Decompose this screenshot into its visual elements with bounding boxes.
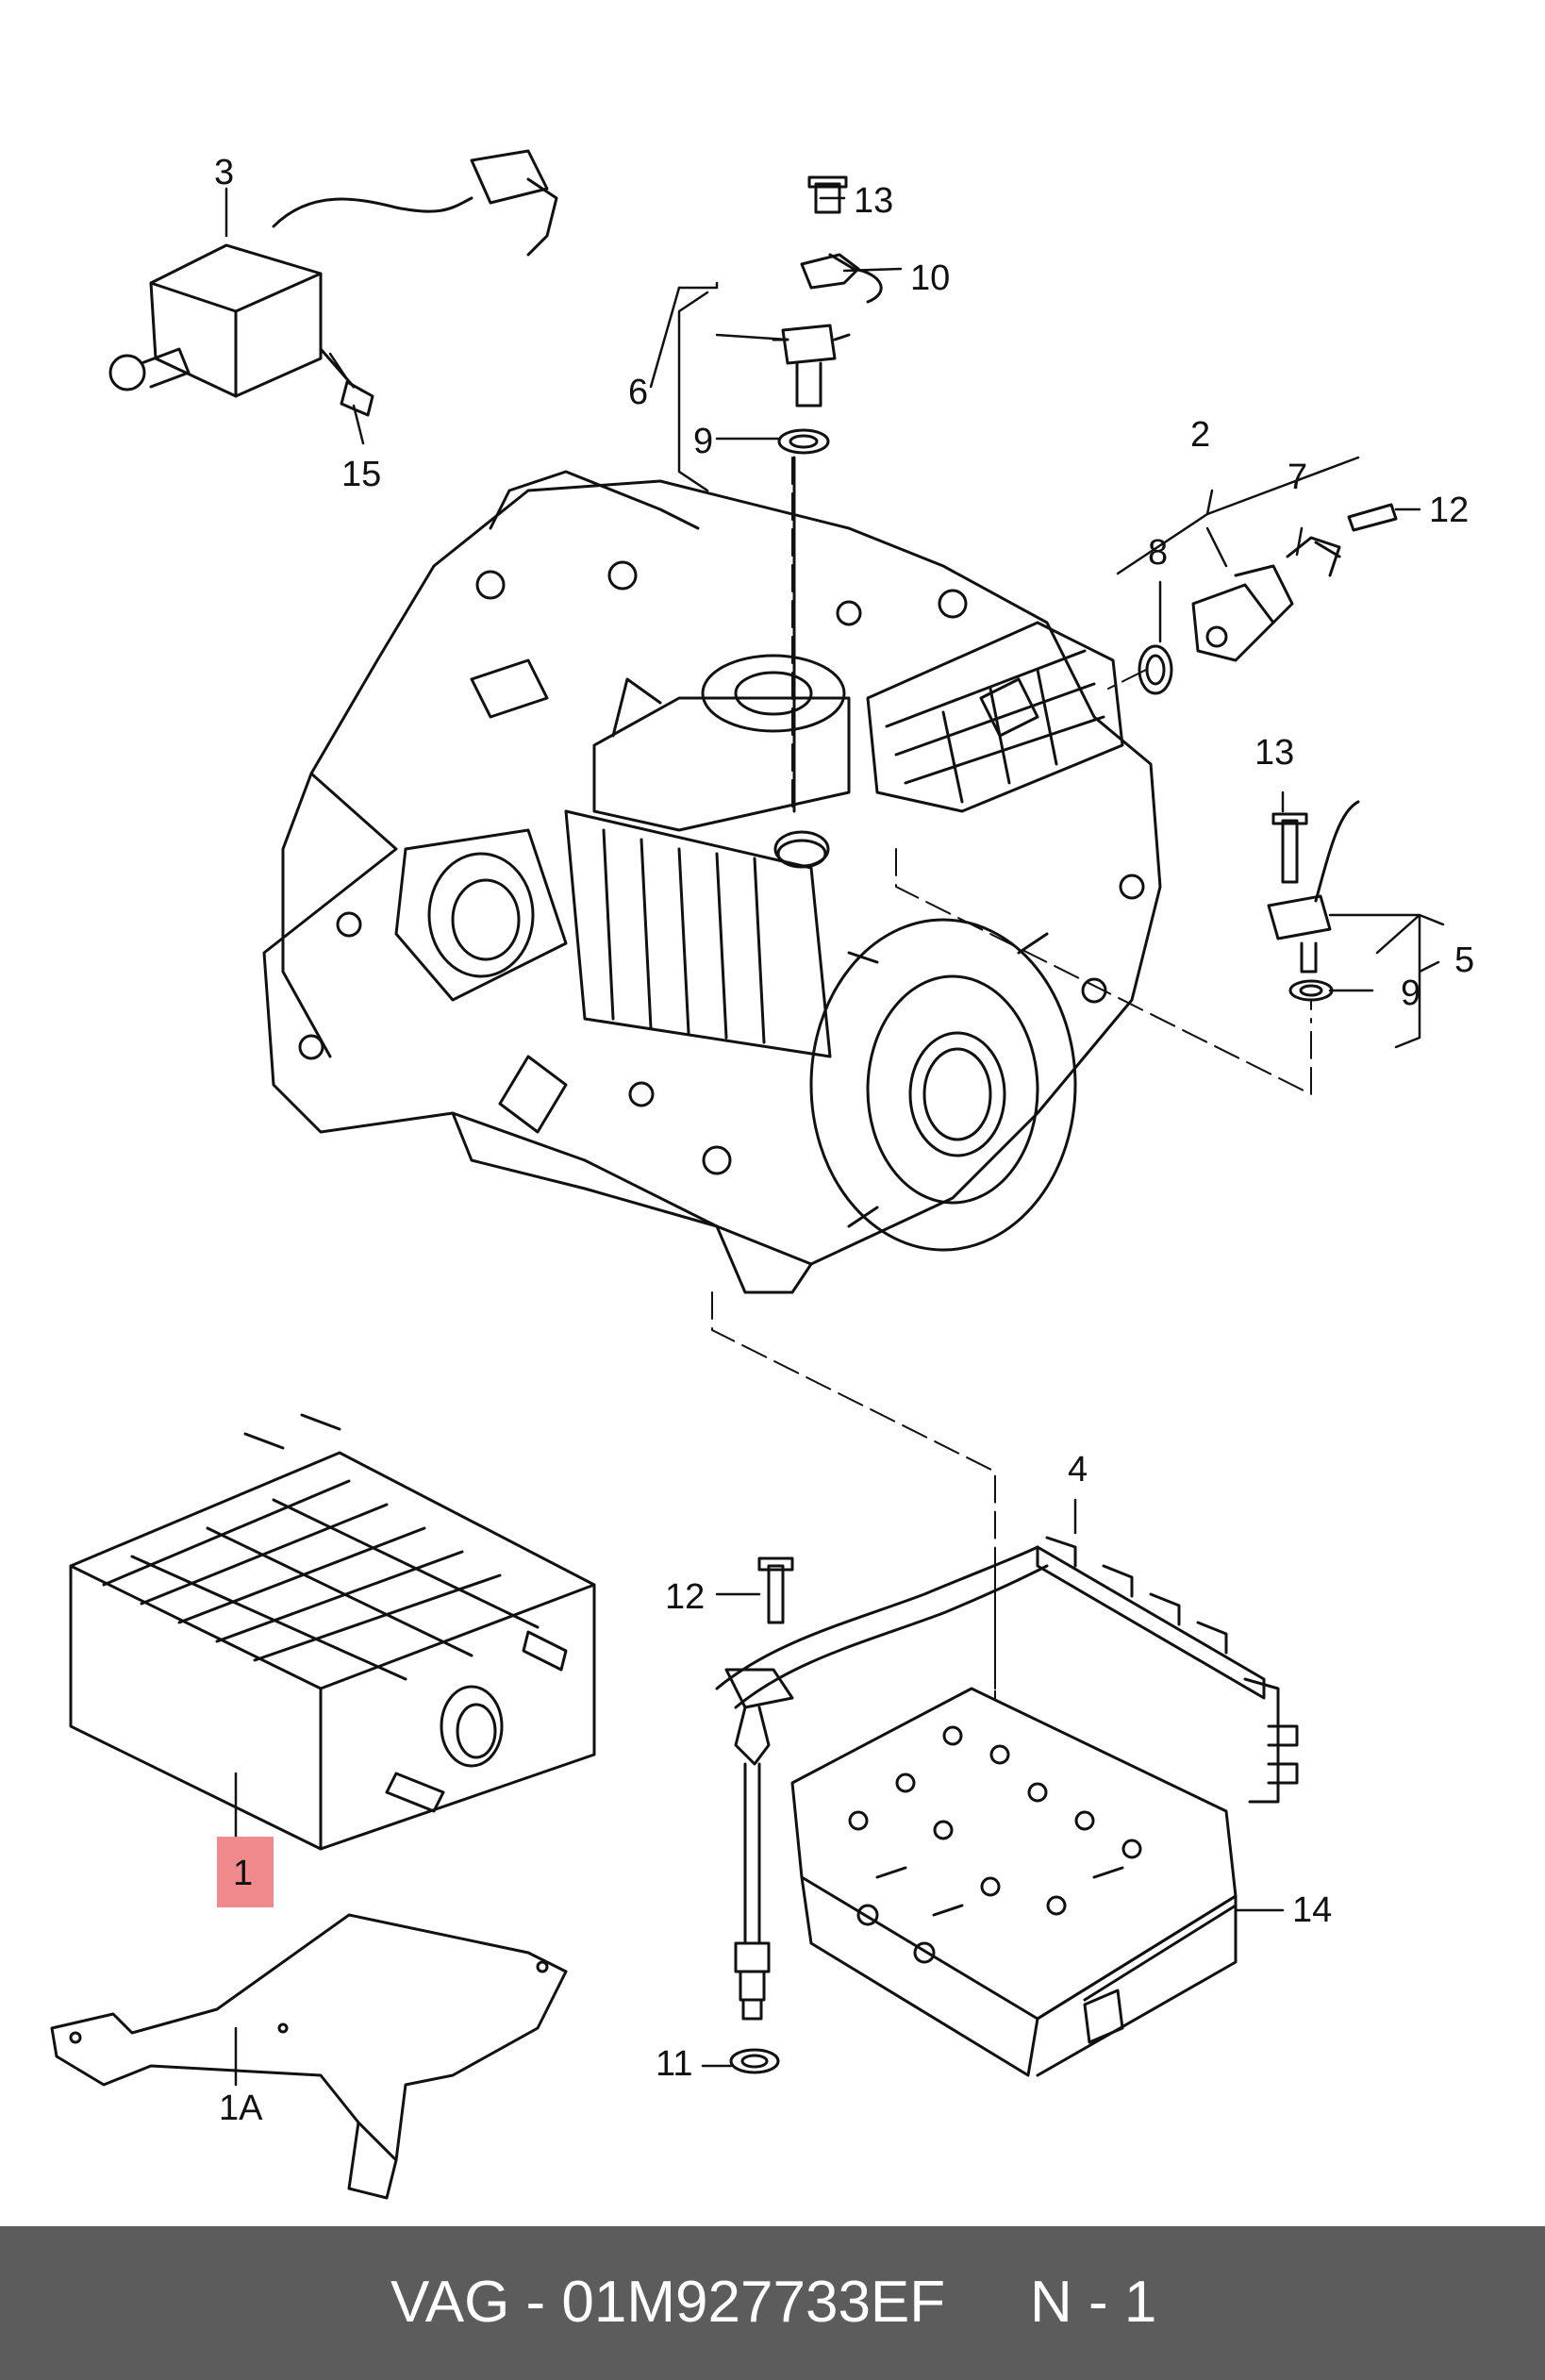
exploded-parts-diagram: 1 1A 2 3 4 5 6 7 8 9 9 10 11 12 12 13 13… <box>50 149 1474 2200</box>
callout-6: 6 <box>628 373 648 412</box>
callout-11: 11 <box>656 2044 692 2084</box>
callout-9-top: 9 <box>693 422 713 461</box>
part-4-wiring-harness <box>715 1536 1299 1804</box>
callout-8: 8 <box>1148 533 1168 573</box>
callout-13-right: 13 <box>1254 733 1294 773</box>
callout-5: 5 <box>1454 940 1474 980</box>
leader-lines <box>224 187 1445 2087</box>
callout-3: 3 <box>214 153 234 192</box>
callout-9-right: 9 <box>1401 974 1420 1013</box>
part-number-footer: VAG - 01M927733EF N - 1 <box>0 2226 1545 2380</box>
part-1A-bracket <box>50 1913 568 2200</box>
callout-12-bottom: 12 <box>665 1577 705 1617</box>
highlight-part-1 <box>217 1837 274 1907</box>
callout-14: 14 <box>1292 1890 1332 1930</box>
callout-2: 2 <box>1190 415 1210 455</box>
callout-7: 7 <box>1288 458 1307 497</box>
callout-15: 15 <box>341 455 381 494</box>
part-5-sensor <box>1267 800 1360 1002</box>
callout-10: 10 <box>910 258 950 298</box>
callout-4: 4 <box>1068 1450 1088 1490</box>
callout-13-top: 13 <box>854 181 893 221</box>
part-11-probe-sensor <box>724 1556 794 2074</box>
part-number-label: VAG - 01M927733EF <box>390 2270 946 2335</box>
callout-1: 1 <box>233 1854 253 1893</box>
callout-1A: 1A <box>219 2089 263 2128</box>
assembly-dash-lines <box>711 457 1312 1699</box>
part-3-speed-sensor <box>108 149 558 417</box>
callout-12-top: 12 <box>1429 491 1469 530</box>
part-1-control-module <box>69 1413 596 1851</box>
transmission-housing <box>262 470 1162 1294</box>
callout-labels: 1 1A 2 3 4 5 6 7 8 9 9 10 11 12 12 13 13… <box>214 153 1474 2128</box>
part-14-valve-body <box>790 1687 1238 2077</box>
quantity-label: N - 1 <box>1030 2270 1157 2335</box>
